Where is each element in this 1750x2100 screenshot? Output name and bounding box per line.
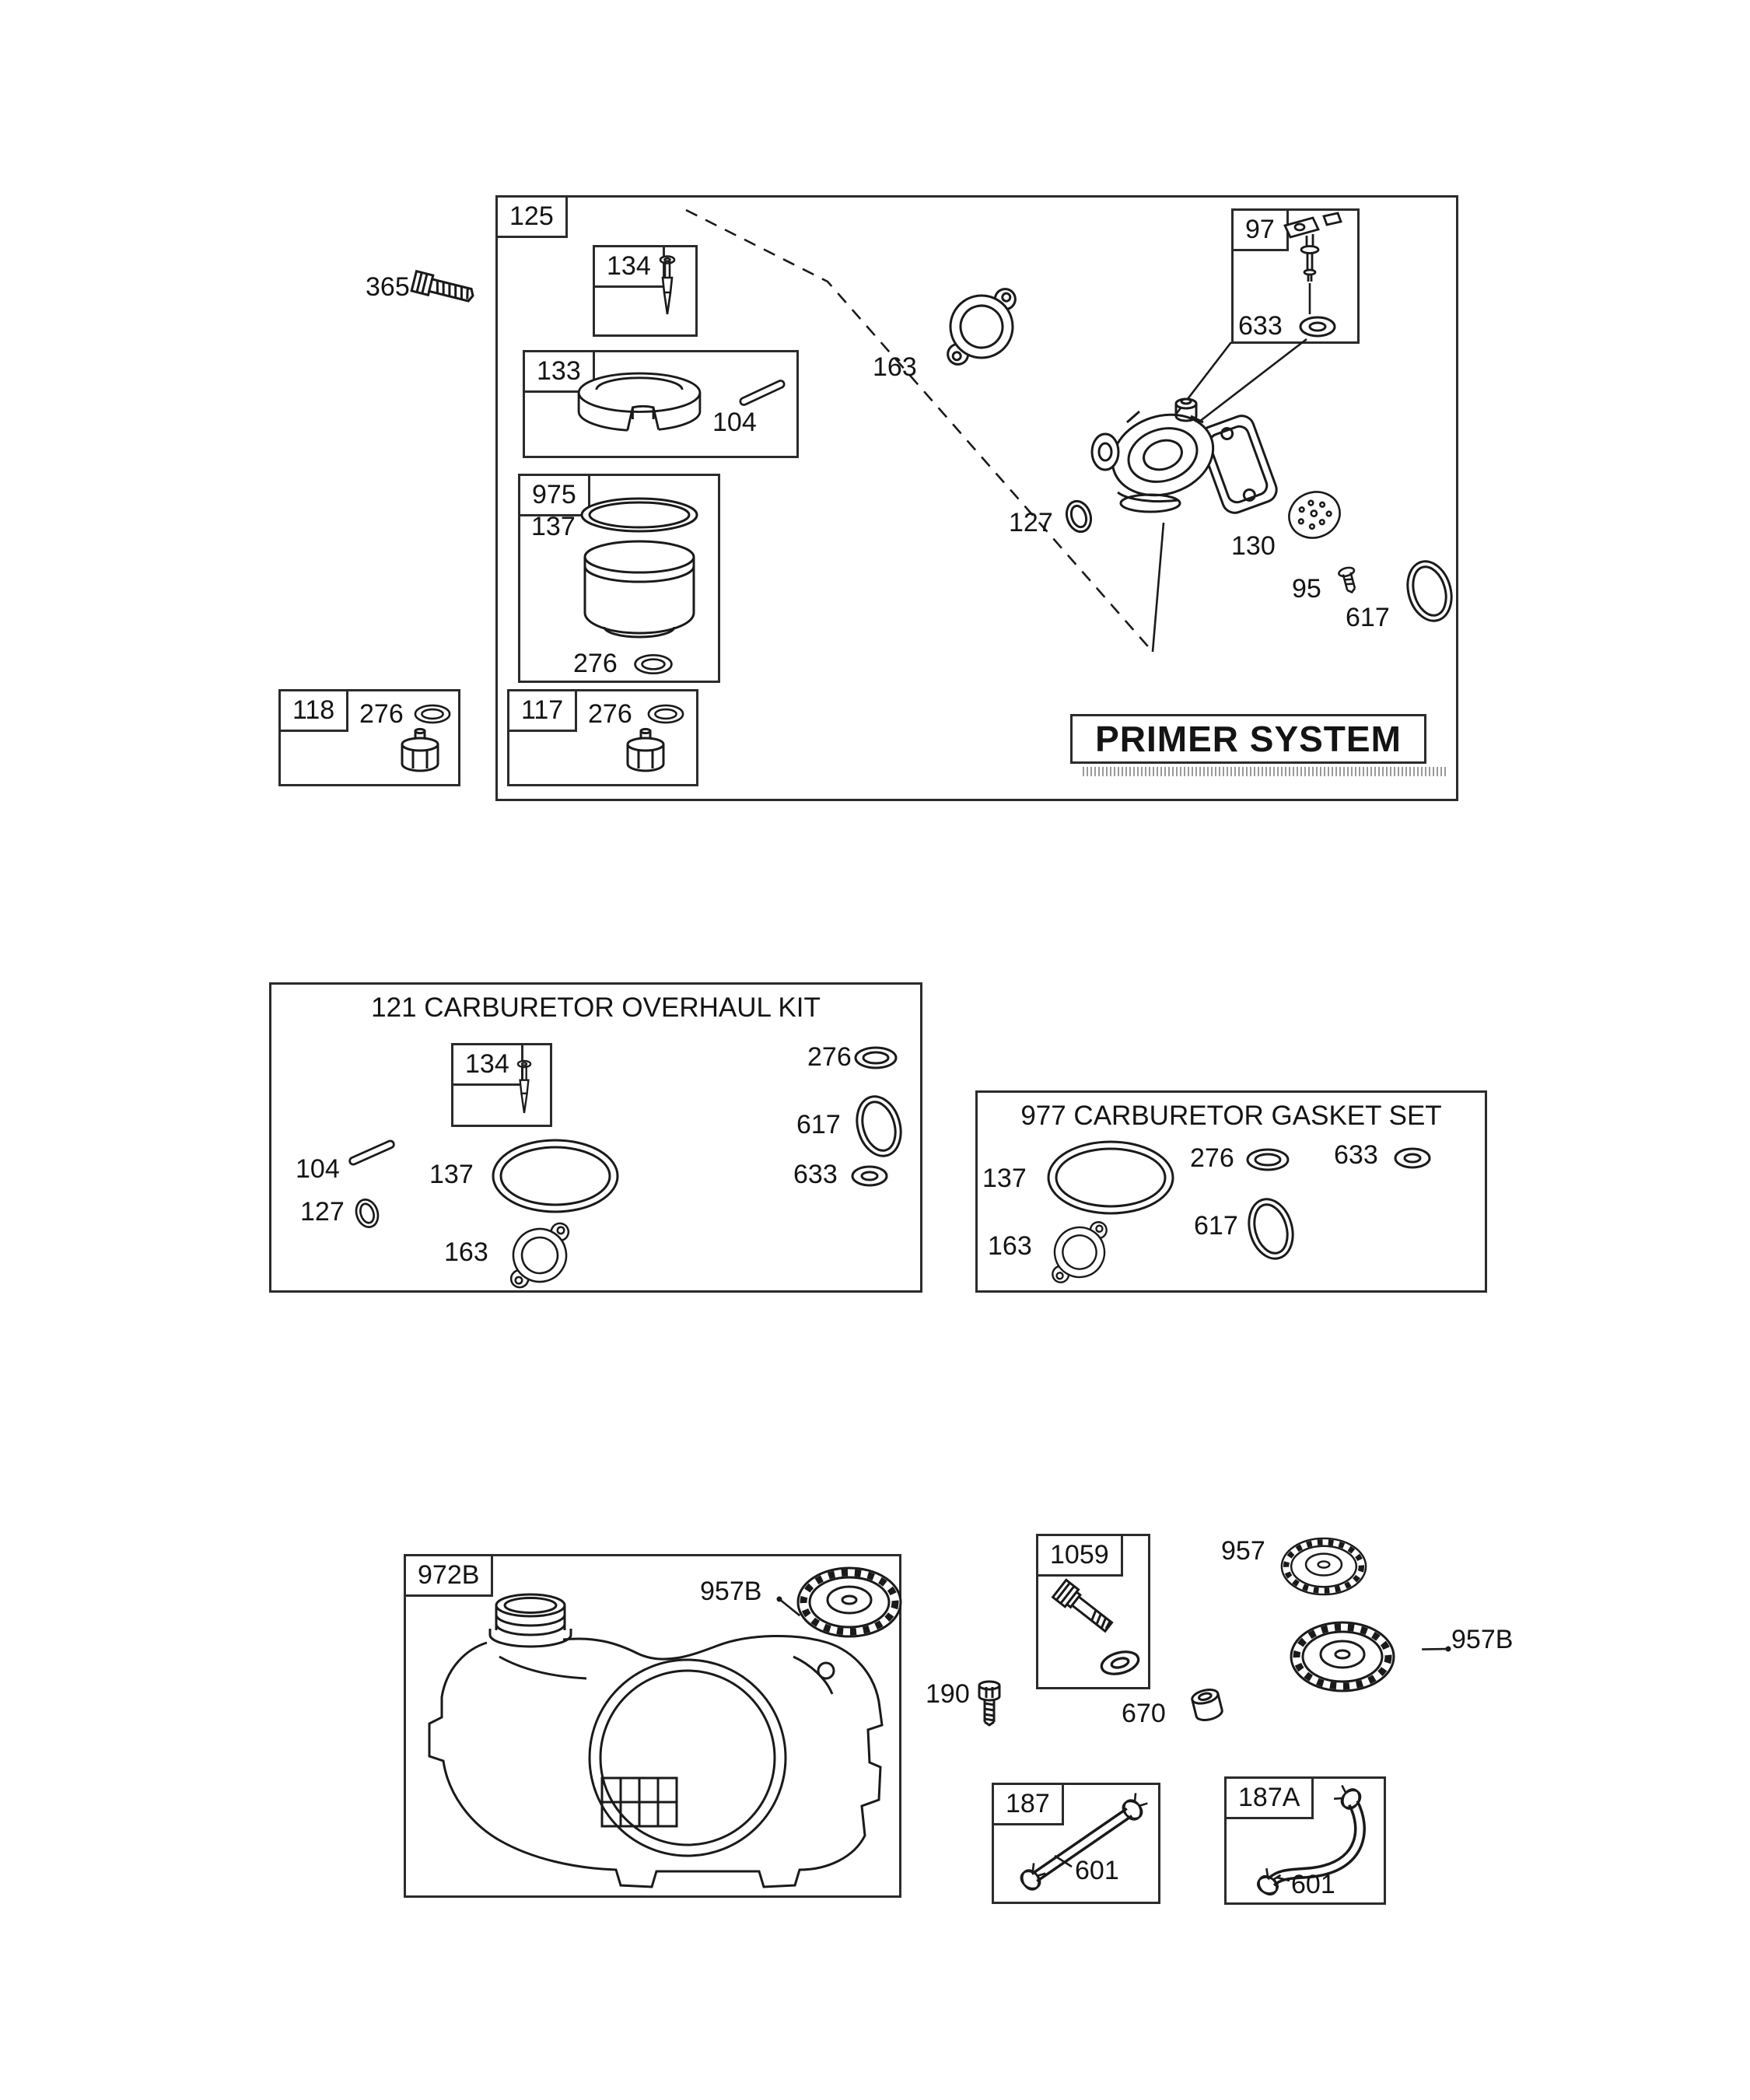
part-label-633-97: 633	[1238, 311, 1283, 341]
part-tag-1059: 1059	[1036, 1534, 1123, 1577]
part-label-617-set: 617	[1194, 1211, 1238, 1241]
part-tag-134-kit: 134	[451, 1043, 523, 1087]
group-box-134-top: 134	[593, 245, 698, 337]
part-label-957: 957	[1221, 1536, 1265, 1566]
part-label-190: 190	[926, 1679, 970, 1709]
part-label-127-kit: 127	[300, 1197, 345, 1227]
part-label-276-kit: 276	[807, 1042, 852, 1072]
part-label-617: 617	[1346, 603, 1390, 632]
part-label-163-set: 163	[988, 1231, 1032, 1261]
group-box-187: 187	[992, 1783, 1160, 1904]
part-label-137-bowl: 137	[531, 512, 576, 541]
part-tag-117: 117	[507, 689, 578, 733]
gasket-set-title: 977 CARBURETOR GASKET SET	[1020, 1101, 1442, 1131]
part-tag-125: 125	[495, 195, 568, 239]
group-box-121-overhaul-kit: 121 CARBURETOR OVERHAUL KIT	[269, 982, 922, 1293]
part-tag-187: 187	[992, 1783, 1064, 1826]
group-box-977-gasket-set: 977 CARBURETOR GASKET SET	[975, 1090, 1487, 1293]
fuel-cap-957b-2-drawing	[1291, 1622, 1394, 1691]
part-label-95: 95	[1292, 574, 1321, 604]
part-label-276-bowl: 276	[573, 649, 618, 678]
part-label-276-117: 276	[588, 699, 632, 729]
part-label-137-set: 137	[982, 1164, 1027, 1193]
part-label-163: 163	[873, 352, 917, 382]
overhaul-kit-title: 121 CARBURETOR OVERHAUL KIT	[371, 992, 821, 1023]
part-label-104-float: 104	[712, 408, 757, 437]
part-label-601-187a: 601	[1291, 1870, 1335, 1899]
part-label-365: 365	[366, 272, 410, 302]
part-tag-972b: 972B	[404, 1554, 494, 1598]
group-box-117: 117	[507, 689, 698, 786]
group-box-972b: 972B	[404, 1554, 901, 1898]
group-box-1059: 1059	[1036, 1534, 1150, 1689]
primer-system-title: PRIMER SYSTEM	[1070, 714, 1426, 764]
part-label-163-kit: 163	[444, 1237, 488, 1267]
part-label-633-kit: 633	[793, 1160, 838, 1189]
bolt-190-drawing	[978, 1680, 1001, 1727]
part-label-957b-1: 957B	[700, 1577, 762, 1606]
part-label-633-set: 633	[1334, 1140, 1378, 1170]
screw-365-drawing	[410, 270, 477, 307]
spacer-670-drawing	[1189, 1685, 1225, 1724]
part-tag-975: 975	[518, 474, 590, 517]
part-label-957b-2: 957B	[1451, 1625, 1514, 1654]
group-box-134-kit: 134	[451, 1043, 552, 1127]
part-label-617-kit: 617	[796, 1110, 841, 1139]
pointer-pin-957b-2	[1420, 1639, 1453, 1661]
part-tag-134-top: 134	[593, 245, 665, 289]
part-tag-133: 133	[523, 350, 595, 394]
part-label-670: 670	[1122, 1699, 1166, 1728]
part-tag-97: 97	[1231, 208, 1289, 252]
part-label-276-118: 276	[359, 699, 404, 729]
part-label-130: 130	[1231, 531, 1276, 561]
part-tag-118: 118	[278, 689, 349, 733]
group-box-975: 975	[518, 474, 720, 683]
group-box-118: 118	[278, 689, 460, 786]
part-label-276-set: 276	[1190, 1143, 1234, 1173]
part-label-127: 127	[1009, 508, 1053, 537]
fuel-cap-957-drawing	[1282, 1538, 1366, 1594]
primer-system-title-shadow	[1083, 767, 1448, 776]
group-box-133: 133	[523, 350, 799, 458]
group-box-125: 125	[495, 195, 1458, 801]
part-label-601-187: 601	[1075, 1856, 1119, 1885]
part-label-137-kit: 137	[429, 1160, 474, 1189]
part-tag-187a: 187A	[1224, 1776, 1314, 1820]
part-label-104-kit: 104	[296, 1154, 340, 1184]
